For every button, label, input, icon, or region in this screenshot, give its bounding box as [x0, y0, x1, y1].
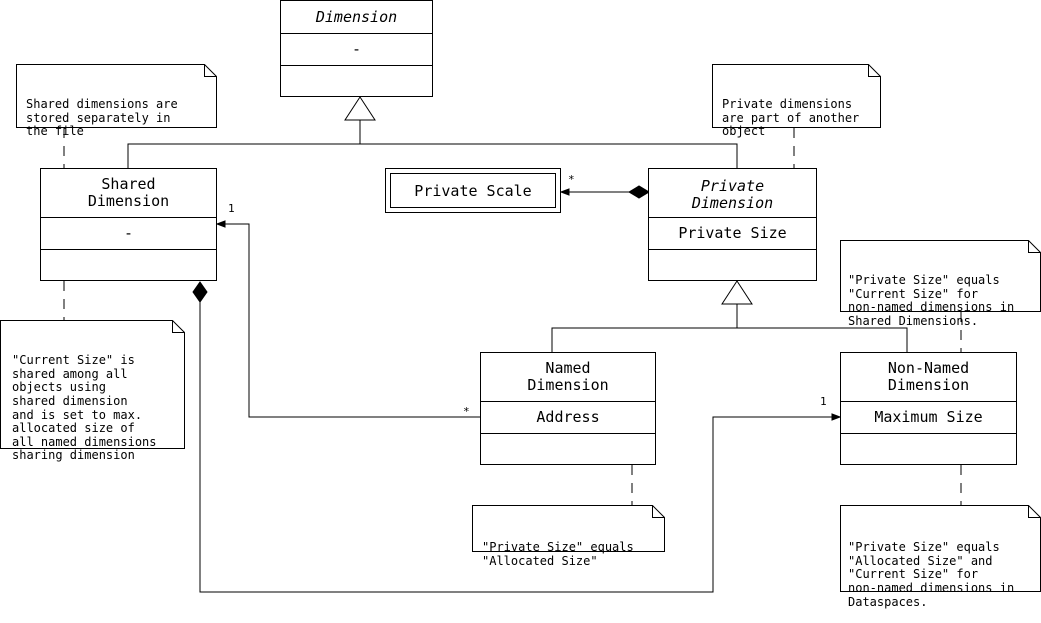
class-name: Private Scale [390, 173, 556, 208]
class-non-named-dimension: Non-Named Dimension Maximum Size [840, 352, 1017, 465]
note-private-part: Private dimensions are part of another o… [712, 64, 881, 138]
class-attribute: Address [481, 402, 655, 434]
class-attribute: - [41, 218, 216, 250]
uml-class-diagram: Dimension - Shared Dimension - Private S… [0, 0, 1041, 608]
composition-private-scale [559, 185, 650, 199]
note-text: Private dimensions are part of another o… [722, 97, 860, 139]
class-operations [281, 66, 432, 96]
class-attribute: Maximum Size [841, 402, 1016, 434]
class-name: Named Dimension [481, 353, 655, 402]
class-operations [841, 434, 1016, 464]
class-attribute: Private Size [649, 218, 816, 250]
class-operations [41, 250, 216, 280]
multiplicity-scale-many: * [568, 173, 575, 186]
class-operations [481, 434, 655, 464]
multiplicity-shared-one: 1 [228, 202, 235, 215]
class-operations [649, 250, 816, 280]
class-name: Shared Dimension [41, 169, 216, 218]
composition-shared-to-non-named [192, 281, 842, 593]
connectors-layer [63, 96, 962, 593]
generalization-to-private-dimension [551, 280, 908, 352]
class-private-scale: Private Scale [385, 168, 561, 213]
class-name: Private Dimension [649, 169, 816, 218]
note-shared-stored: Shared dimensions are stored separately … [16, 64, 217, 138]
class-private-dimension: Private Dimension Private Size [648, 168, 817, 281]
note-text: "Private Size" equals "Allocated Size" a… [848, 540, 1015, 609]
note-private-equals-allocated-current: "Private Size" equals "Allocated Size" a… [840, 505, 1041, 608]
class-named-dimension: Named Dimension Address [480, 352, 656, 465]
note-private-equals-current: "Private Size" equals "Current Size" for… [840, 240, 1041, 328]
note-anchors [63, 128, 962, 505]
generalization-to-dimension [127, 96, 738, 168]
association-named-to-shared [215, 220, 480, 418]
class-name: Non-Named Dimension [841, 353, 1016, 402]
class-attribute: - [281, 34, 432, 66]
note-text: "Private Size" equals "Allocated Size" [482, 540, 634, 568]
multiplicity-non-named-one: 1 [820, 395, 827, 408]
class-dimension: Dimension - [280, 0, 433, 97]
class-shared-dimension: Shared Dimension - [40, 168, 217, 281]
note-text: Shared dimensions are stored separately … [26, 97, 178, 139]
note-text: "Current Size" is shared among all objec… [12, 353, 157, 463]
class-name: Dimension [281, 1, 432, 34]
note-private-equals-allocated: "Private Size" equals "Allocated Size" [472, 505, 665, 568]
multiplicity-named-many: * [463, 405, 470, 418]
note-current-size-shared: "Current Size" is shared among all objec… [0, 320, 185, 462]
note-text: "Private Size" equals "Current Size" for… [848, 273, 1015, 328]
